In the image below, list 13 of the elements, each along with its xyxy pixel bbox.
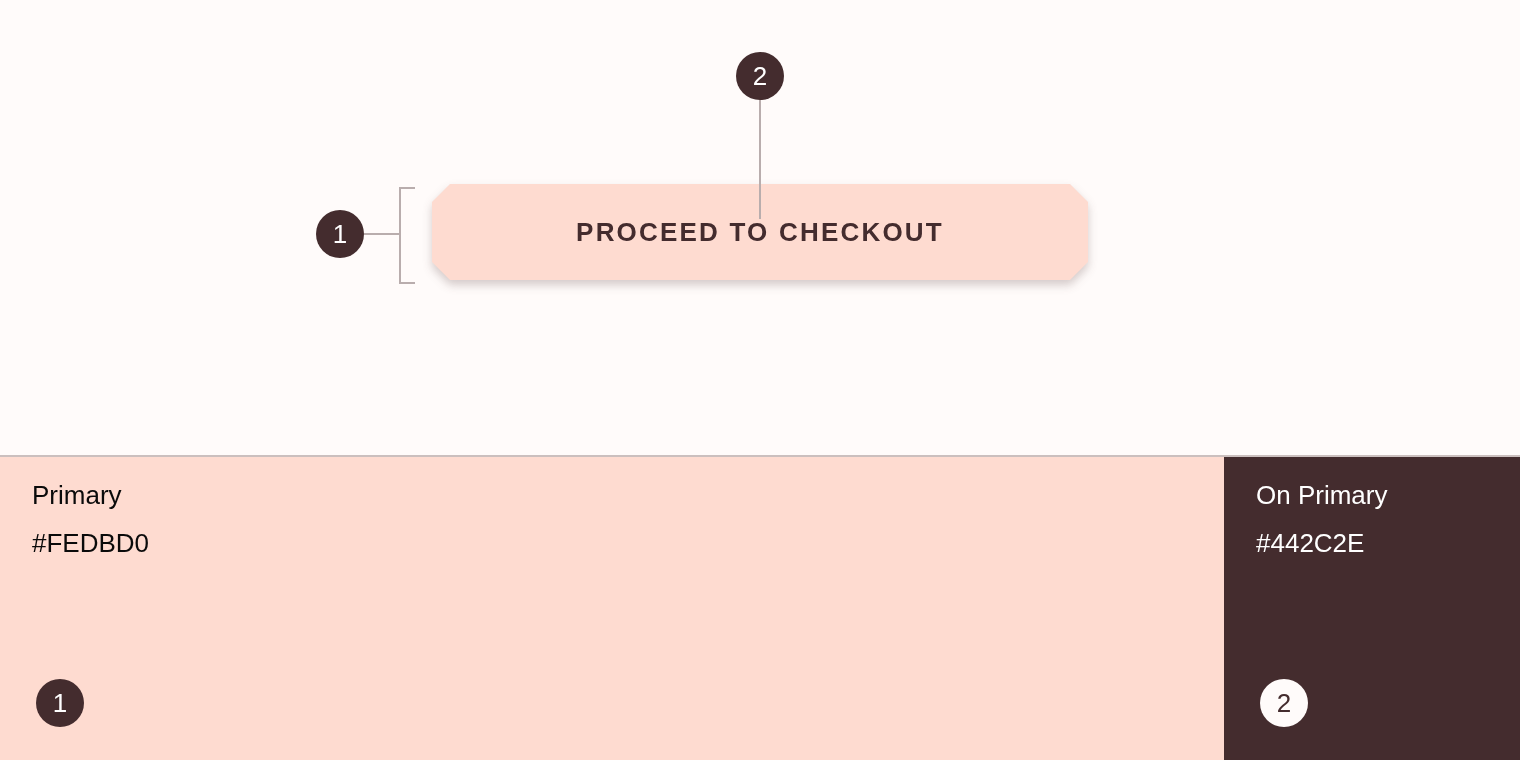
callout-number: 2 [736, 52, 784, 100]
callout-number: 1 [316, 210, 364, 258]
leader-line [363, 187, 416, 284]
hex-code: #FEDBD0 [32, 527, 150, 559]
callout-number: 1 [36, 679, 84, 727]
role-name: Primary [32, 479, 122, 511]
leader-line [759, 99, 761, 220]
swatch-panel [0, 455, 1224, 760]
hex-code: #442C2E [1256, 527, 1365, 559]
swatch-panel [1224, 455, 1520, 760]
button: PROCEED TO CHECKOUT [432, 184, 1088, 280]
role-name: On Primary [1256, 479, 1388, 511]
callout-number: 2 [1260, 679, 1308, 727]
